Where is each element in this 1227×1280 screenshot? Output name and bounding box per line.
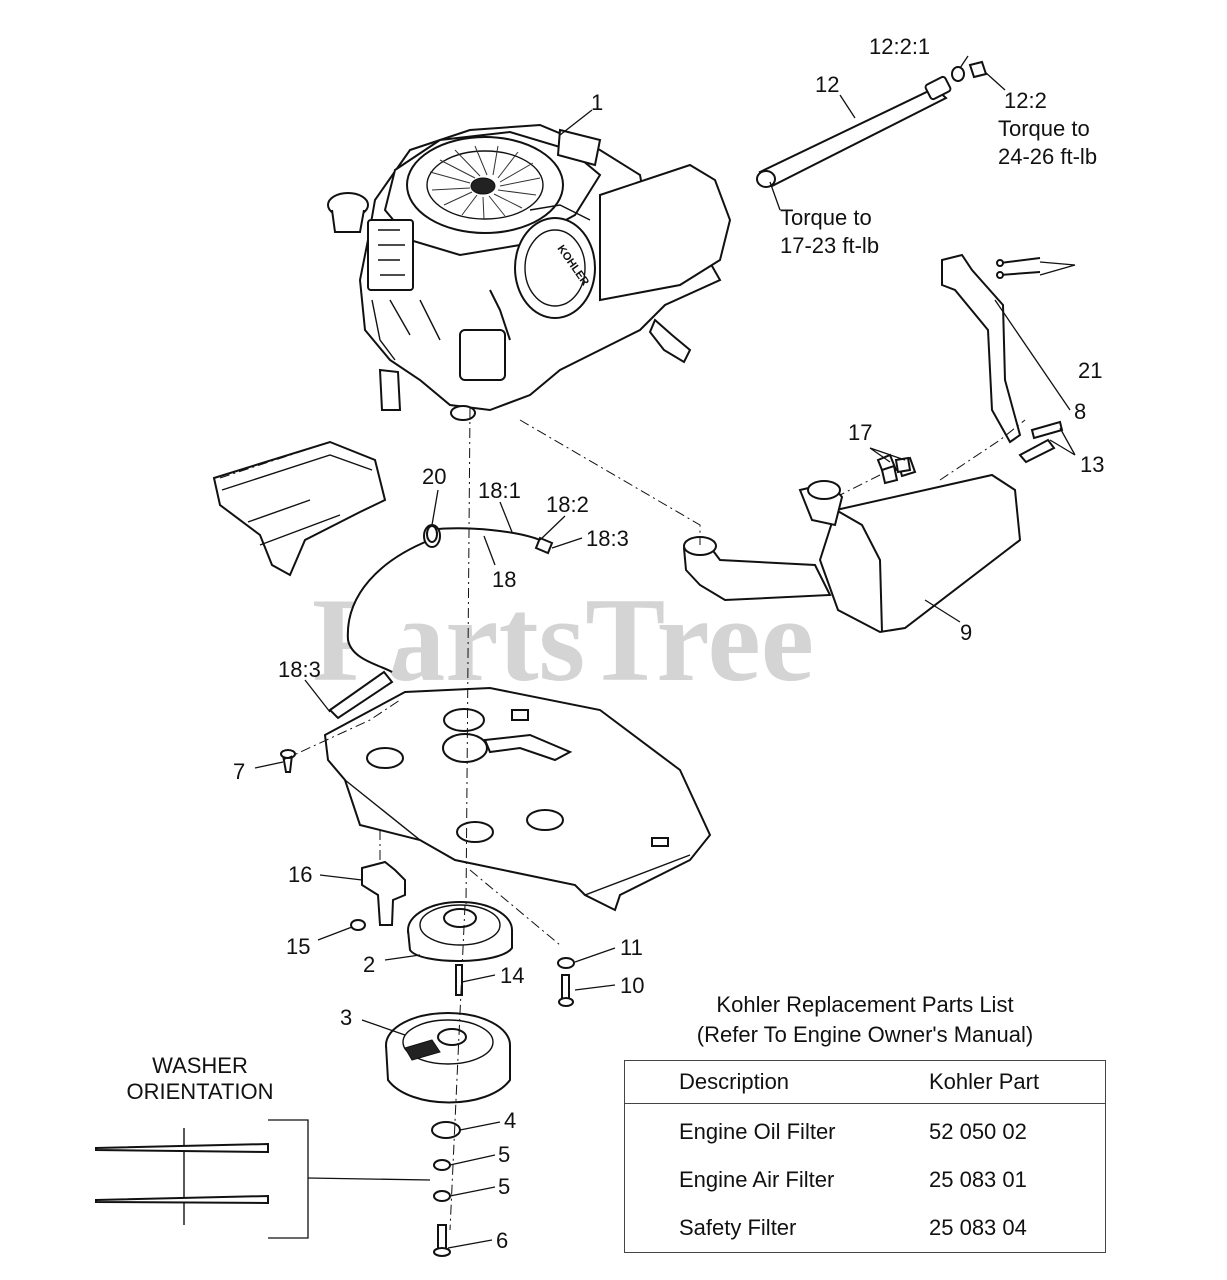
row-description: Engine Air Filter [679,1167,835,1192]
callout-18: 18 [492,567,516,592]
row-description: Engine Oil Filter [679,1119,836,1144]
callout-13: 13 [1080,452,1104,477]
callout-18-3-lower: 18:3 [278,657,321,682]
callout-14: 14 [500,963,524,988]
callouts: 1 12 12:2:1 12:2 Torque to 24-26 ft-lb T… [233,34,1104,1253]
callout-18-1: 18:1 [478,478,521,503]
parts-list-title: Kohler Replacement Parts List (Refer To … [696,992,1034,1047]
callout-12-2-1: 12:2:1 [869,34,930,59]
kohler-parts-list: Kohler Replacement Parts List (Refer To … [624,990,1106,1253]
washer-orientation-detail [95,1119,431,1239]
callout-18-2: 18:2 [546,492,589,517]
callout-21: 21 [1078,358,1102,383]
torque-note-12-2-line2: 24-26 ft-lb [998,144,1097,169]
torque-note-12-line2: 17-23 ft-lb [780,233,879,258]
electric-clutch [385,1012,511,1104]
callout-10: 10 [620,973,644,998]
washer-title-line2: ORIENTATION [126,1079,274,1104]
row-part-number: 52 050 02 [929,1119,1027,1144]
table-row: Engine Air Filter 25 083 01 [625,1156,1105,1204]
parts-table-header: Description Kohler Part [625,1061,1105,1104]
row-part-number: 25 083 01 [929,1167,1027,1192]
engine: KOHLER [327,123,732,421]
washer-orientation-title: WASHER ORIENTATION [100,1053,300,1105]
callout-7: 7 [233,759,245,784]
callout-12: 12 [815,72,839,97]
clutch-bracket [361,860,406,926]
callout-12-2: 12:2 [1004,88,1047,113]
callout-5-upper: 5 [498,1142,510,1167]
parts-table: Description Kohler Part Engine Oil Filte… [624,1060,1106,1253]
row-part-number: 25 083 04 [929,1215,1027,1240]
callout-1: 1 [591,90,603,115]
callout-16: 16 [288,862,312,887]
table-row: Engine Oil Filter 52 050 02 [625,1108,1105,1156]
callout-2: 2 [363,952,375,977]
header-description: Description [679,1069,790,1094]
callout-11: 11 [620,935,643,960]
table-row: Safety Filter 25 083 04 [625,1204,1105,1252]
callout-17: 17 [848,420,872,445]
torque-note-12-2-line1: Torque to [998,116,1090,141]
callout-9: 9 [960,620,972,645]
washer-title-line1: WASHER [152,1053,248,1078]
header-part: Kohler Part [929,1069,1040,1094]
leader-lines [254,55,1076,1249]
callout-18-3-upper: 18:3 [586,526,629,551]
alignment-lines [219,407,1026,1231]
pulley [407,901,513,962]
intake-tube [756,60,988,188]
callout-8: 8 [1074,399,1086,424]
row-description: Safety Filter [679,1215,797,1240]
callout-20: 20 [422,464,446,489]
heat-shield [212,440,387,577]
fuel-hose [328,524,554,720]
callout-6: 6 [496,1228,508,1253]
muffler-bracket [941,253,1064,464]
callout-5-lower: 5 [498,1174,510,1199]
callout-4: 4 [504,1108,516,1133]
callout-3: 3 [340,1005,352,1030]
muffler [682,453,1022,634]
deck-plate [323,686,712,912]
torque-note-12-line1: Torque to [780,205,872,230]
callout-15: 15 [286,934,310,959]
